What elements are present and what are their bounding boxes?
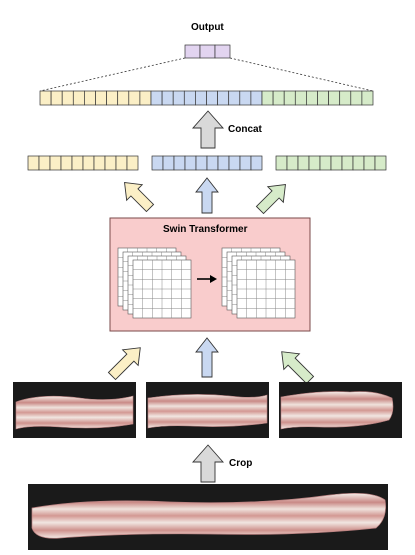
vector-cell (150, 90, 163, 106)
vector-cell (350, 90, 363, 106)
vector-cell (139, 90, 152, 106)
vector-cell (250, 155, 263, 171)
feature-vector-green (275, 155, 387, 171)
vector-cell (195, 155, 208, 171)
vector-cell (115, 155, 128, 171)
vector-cell (38, 155, 51, 171)
vector-cell (117, 90, 130, 106)
vector-cell (283, 90, 296, 106)
vector-cell (206, 90, 218, 106)
feature-vector-blue (151, 155, 263, 171)
black-arrow-icon (197, 275, 217, 283)
vector-cell (217, 155, 230, 171)
vector-cell (341, 155, 354, 171)
vector-cell (306, 90, 318, 106)
vector-cell (151, 155, 164, 171)
vector-cell (250, 90, 263, 106)
vector-cell (239, 90, 252, 106)
vector-cell (228, 155, 241, 171)
vector-cell (39, 90, 52, 106)
projection-line-right (229, 57, 374, 92)
blue-arrow-icon (195, 337, 219, 378)
gray-arrow-icon (192, 110, 224, 149)
patch-grid-left (117, 247, 192, 319)
vector-cell (319, 155, 332, 171)
green-arrow-icon (255, 184, 286, 215)
crop-photo-left (13, 382, 136, 438)
output-label: Output (191, 22, 224, 33)
vector-cell (161, 90, 174, 106)
vector-cell (128, 90, 141, 106)
vector-cell (195, 90, 207, 106)
bacon-photo-full (28, 484, 388, 550)
green-arrow-icon (281, 351, 315, 385)
vector-cell (172, 90, 185, 106)
vector-cell (49, 155, 62, 171)
vector-cell (297, 155, 310, 171)
vector-cell (330, 155, 343, 171)
vector-cell (328, 90, 341, 106)
concat-label: Concat (228, 124, 262, 135)
vector-cell (183, 90, 196, 106)
vector-cell (95, 90, 107, 106)
vector-cell (228, 90, 241, 106)
vector-cell (275, 155, 288, 171)
patch-grid-right (221, 247, 296, 319)
yellow-arrow-icon (107, 347, 141, 381)
vector-cell (50, 90, 63, 106)
vector-cell (27, 155, 40, 171)
crop-label: Crop (229, 458, 253, 469)
blue-arrow-icon (195, 177, 219, 214)
vector-cell (339, 90, 352, 106)
vector-cell (272, 90, 285, 106)
crop-photo-middle (146, 382, 269, 438)
vector-cell (352, 155, 365, 171)
vector-cell (184, 155, 197, 171)
output-vector (184, 44, 231, 59)
vector-cell (317, 90, 329, 106)
yellow-arrow-icon (124, 182, 155, 213)
vector-cell (82, 155, 95, 171)
vector-cell (126, 155, 139, 171)
vector-cell (239, 155, 252, 171)
vector-cell (61, 90, 74, 106)
vector-cell (206, 155, 219, 171)
vector-cell (294, 90, 307, 106)
vector-cell (72, 90, 85, 106)
vector-cell (217, 90, 230, 106)
vector-cell (106, 90, 119, 106)
vector-cell (363, 155, 376, 171)
vector-cell (84, 90, 96, 106)
vector-cell (162, 155, 175, 171)
crop-photo-right (279, 382, 402, 438)
gray-arrow-icon (192, 444, 224, 483)
feature-vector-yellow (27, 155, 139, 171)
vector-cell (60, 155, 73, 171)
vector-cell (173, 155, 186, 171)
vector-cell (261, 90, 274, 106)
swin-transformer-title: Swin Transformer (163, 224, 248, 235)
vector-cell (308, 155, 321, 171)
vector-cell (286, 155, 299, 171)
concat-vector (39, 90, 374, 106)
vector-cell (93, 155, 106, 171)
vector-cell (104, 155, 117, 171)
vector-cell (361, 90, 374, 106)
vector-cell (374, 155, 387, 171)
projection-line-left (39, 57, 186, 92)
vector-cell (71, 155, 84, 171)
